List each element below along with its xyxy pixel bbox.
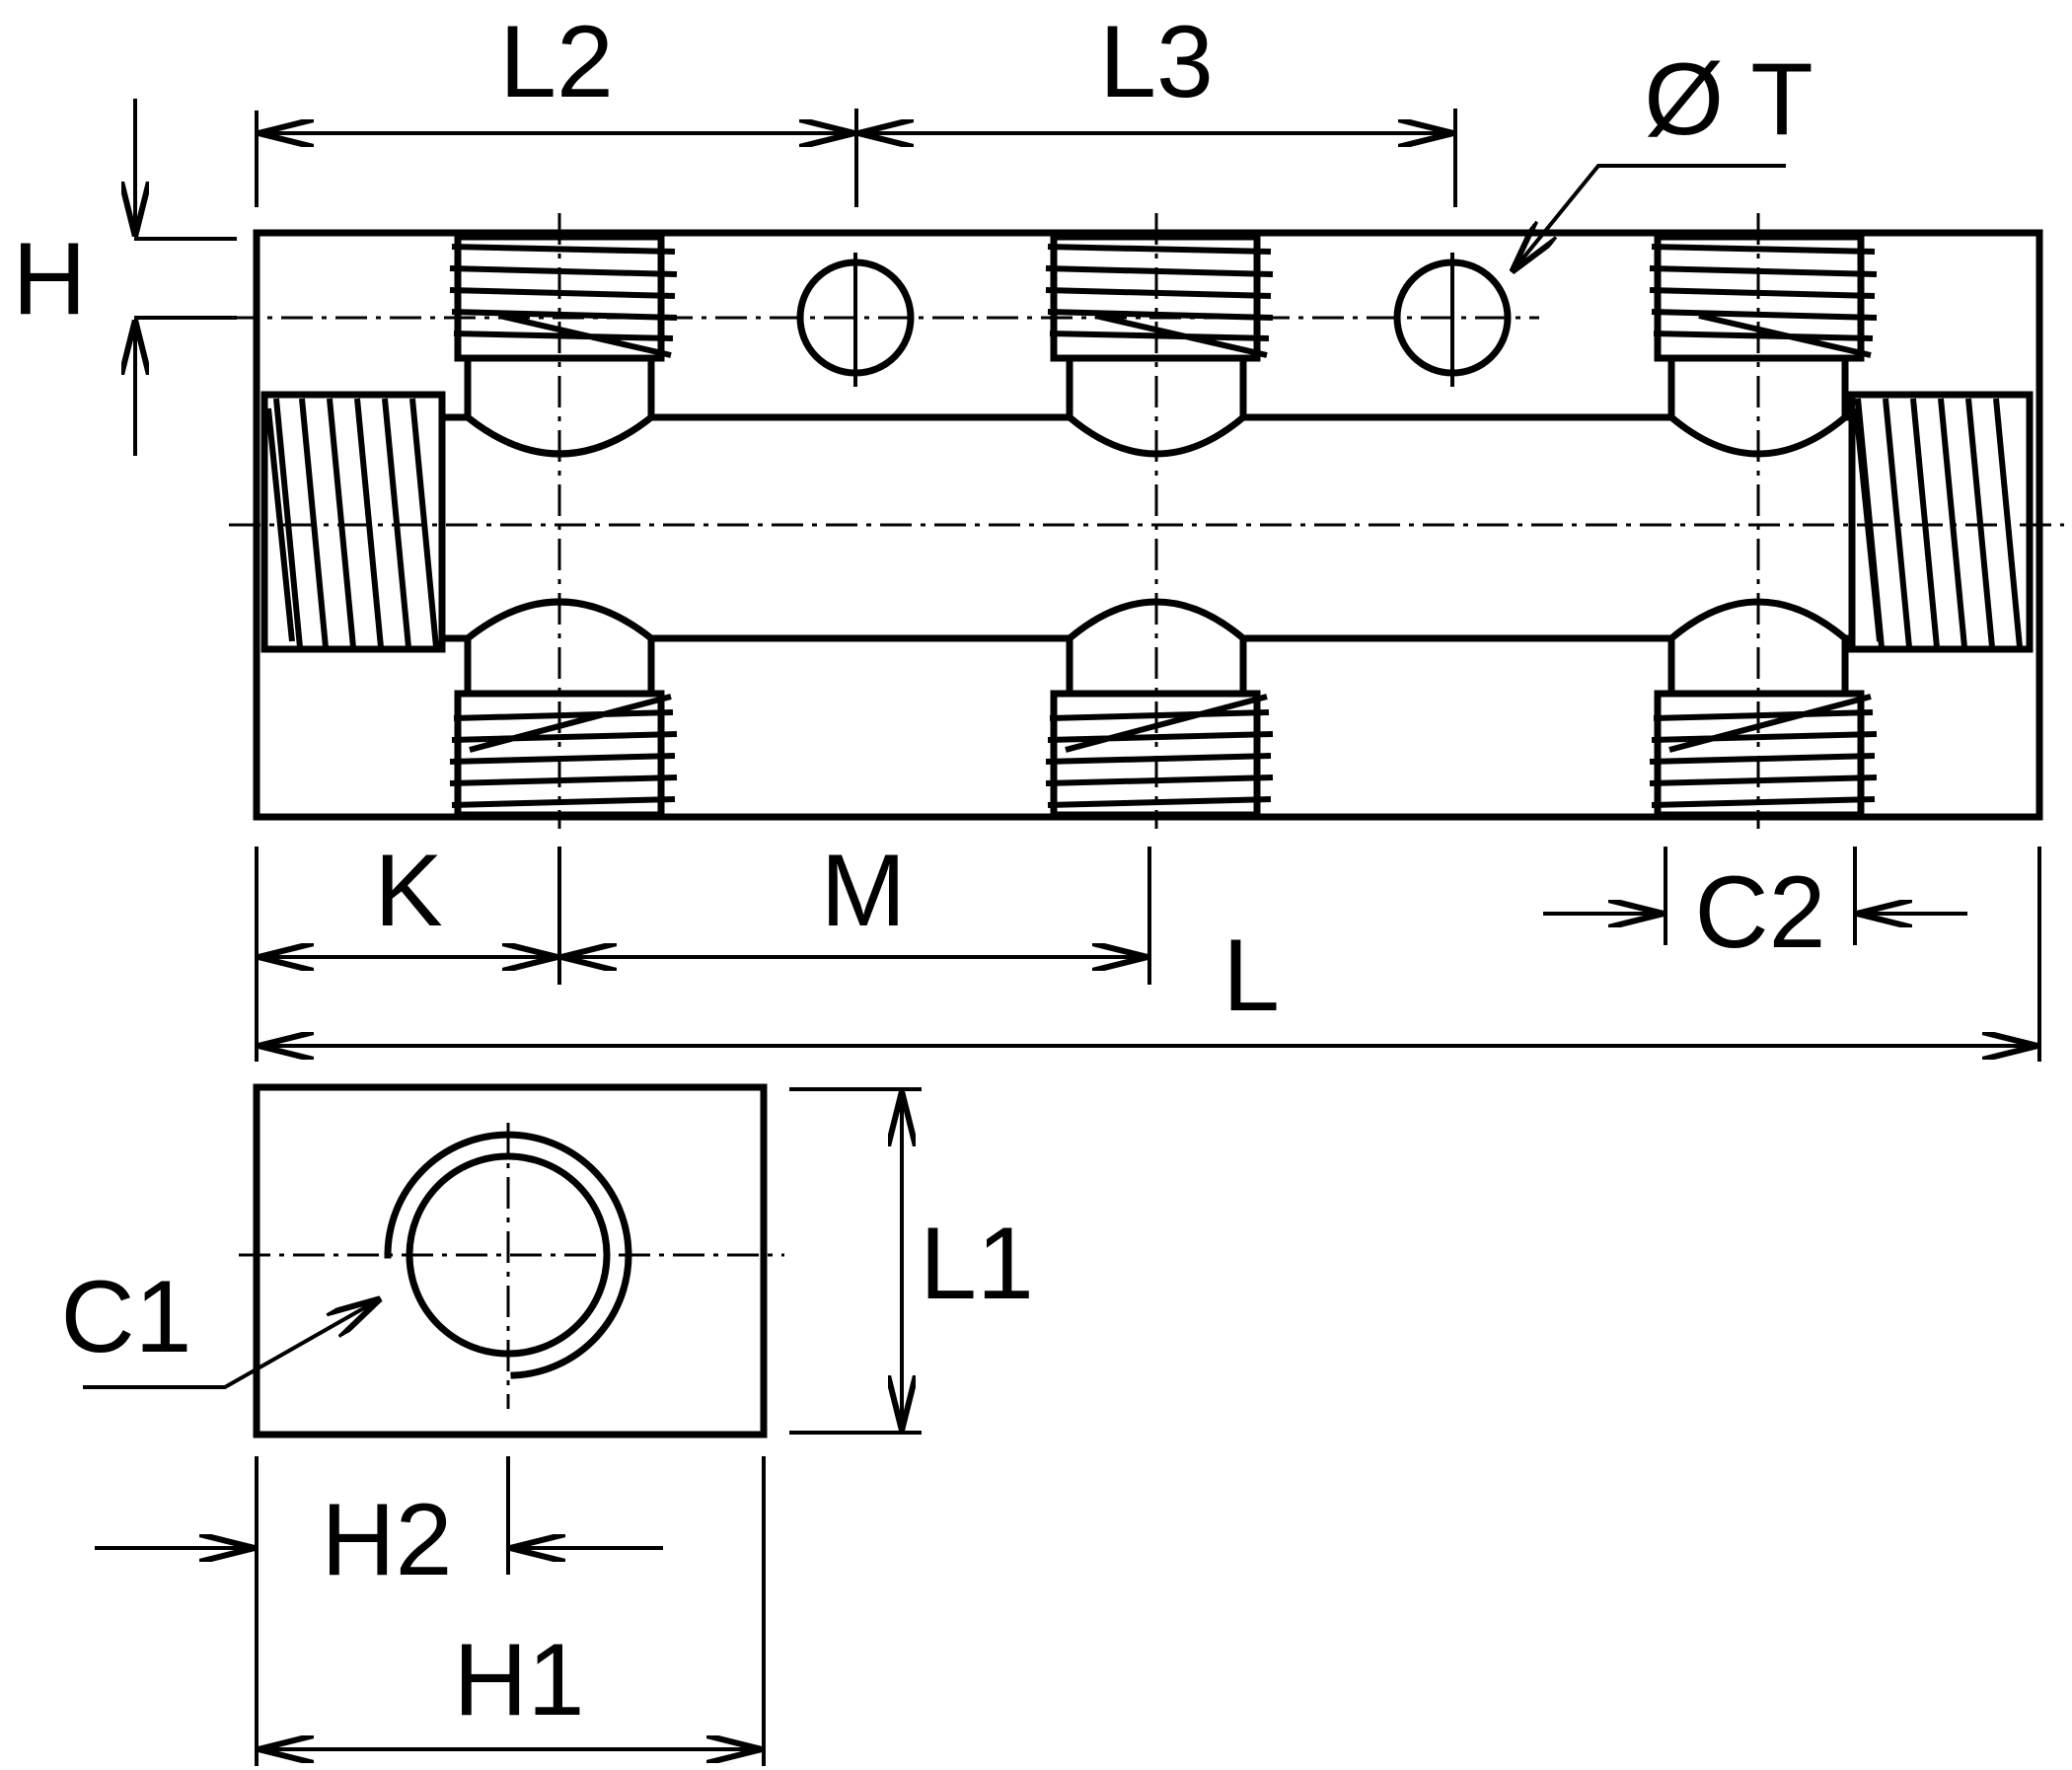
label-C2: C2	[1695, 855, 1826, 970]
leader-C1	[83, 1298, 381, 1389]
side-view-outline	[253, 1083, 768, 1438]
extension-lines	[134, 109, 2041, 1766]
label-H1: H1	[454, 1623, 585, 1737]
side-view	[239, 1083, 784, 1438]
dimension-lines	[83, 99, 2041, 1766]
label-C1: C1	[61, 1260, 192, 1374]
label-L2: L2	[499, 5, 614, 119]
left-end-thread	[260, 391, 446, 653]
label-K: K	[374, 834, 442, 948]
label-L: L	[1222, 919, 1280, 1033]
top-thread-port-1	[449, 233, 678, 362]
label-H2: H2	[322, 1483, 453, 1597]
mounting-hole-crosshair	[853, 253, 1454, 387]
port-vertical-center-lines	[557, 213, 1760, 829]
bottom-thread-port-1	[449, 690, 678, 819]
label-L1: L1	[920, 1207, 1034, 1321]
leader-T	[1512, 164, 1786, 272]
bore-thread-arc	[384, 1131, 632, 1379]
dimension-labels: L2 L3 Ø T H K M C2 L L1 C1 H2 H1	[12, 5, 1825, 1737]
label-H: H	[12, 222, 86, 336]
right-end-thread	[1848, 391, 2034, 653]
label-L3: L3	[1099, 5, 1214, 119]
bottom-thread-port-2	[1045, 690, 1274, 819]
bottom-thread-port-3	[1649, 690, 1878, 819]
label-T: Ø T	[1644, 42, 1813, 157]
top-thread-port-3	[1649, 233, 1878, 362]
front-view	[227, 213, 2064, 829]
label-M: M	[821, 834, 907, 948]
top-thread-port-2	[1045, 233, 1274, 362]
